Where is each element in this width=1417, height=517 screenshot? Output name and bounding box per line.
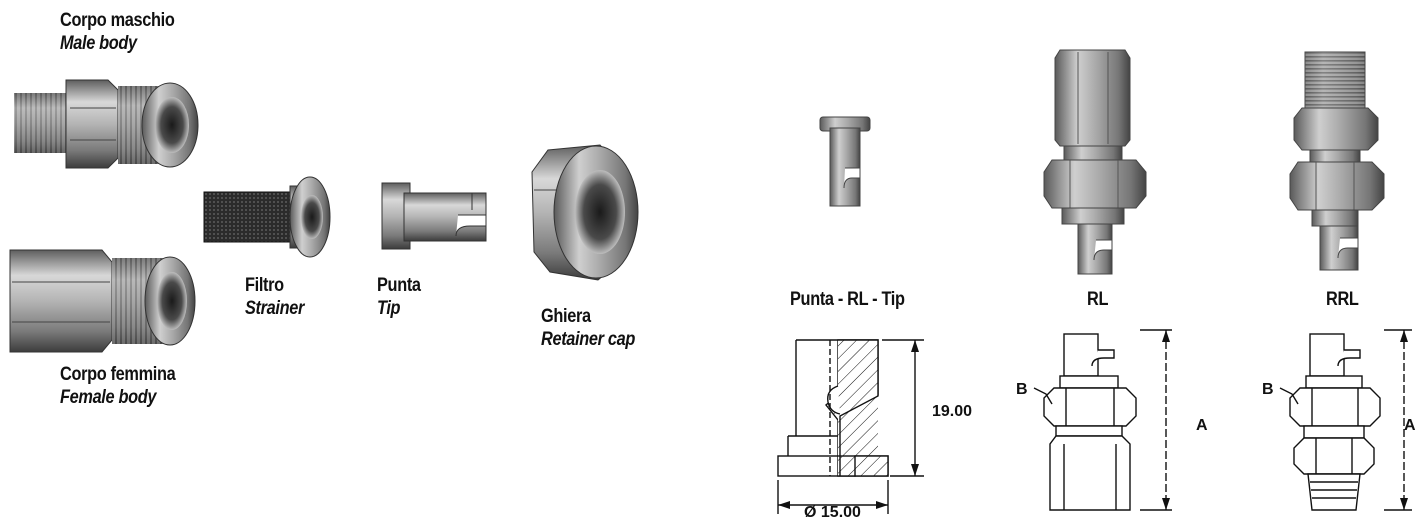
female-body-label-en: Female body [60,387,157,408]
retainer-cap-label-en: Retainer cap [541,329,635,350]
rrl-dimension-b: B [1262,381,1274,398]
male-body-label: Corpo maschio Male body [60,9,175,55]
strainer-image [203,176,331,258]
rl-nozzle-image [1043,49,1147,275]
retainer-cap-label: Ghiera Retainer cap [541,305,635,351]
male-body-label-it: Corpo maschio [60,10,175,31]
retainer-cap-label-it: Ghiera [541,306,591,327]
rrl-dimension-a: A [1404,417,1416,434]
rl-dimension-b: B [1016,381,1028,398]
tip-label: Punta Tip [377,274,421,320]
strainer-label-en: Strainer [245,298,305,319]
strainer-label: Filtro Strainer [245,274,304,320]
female-body-label: Corpo femmina Female body [60,363,176,409]
tip-label-en: Tip [377,298,401,319]
rrl-dimension-drawing [1279,329,1412,511]
tip-image [381,182,487,250]
rl-dimension-drawing [1033,329,1172,511]
heading-rrl: RRL [1326,289,1359,310]
rl-dimension-a: A [1196,417,1208,434]
heading-tip-rl: Punta - RL - Tip [790,289,905,310]
tip-section-drawing [777,339,924,514]
female-body-label-it: Corpo femmina [60,364,176,385]
punta-rl-image [819,116,871,207]
female-body-image [9,249,196,353]
male-body-image [14,79,199,169]
retainer-cap-image [531,144,639,281]
male-body-label-en: Male body [60,33,137,54]
tip-height-dimension: 19.00 [932,403,972,420]
strainer-label-it: Filtro [245,275,284,296]
tip-diameter-dimension: Ø 15.00 [804,504,861,517]
rrl-nozzle-image [1289,51,1385,271]
heading-rl: RL [1087,289,1109,310]
tip-label-it: Punta [377,275,421,296]
